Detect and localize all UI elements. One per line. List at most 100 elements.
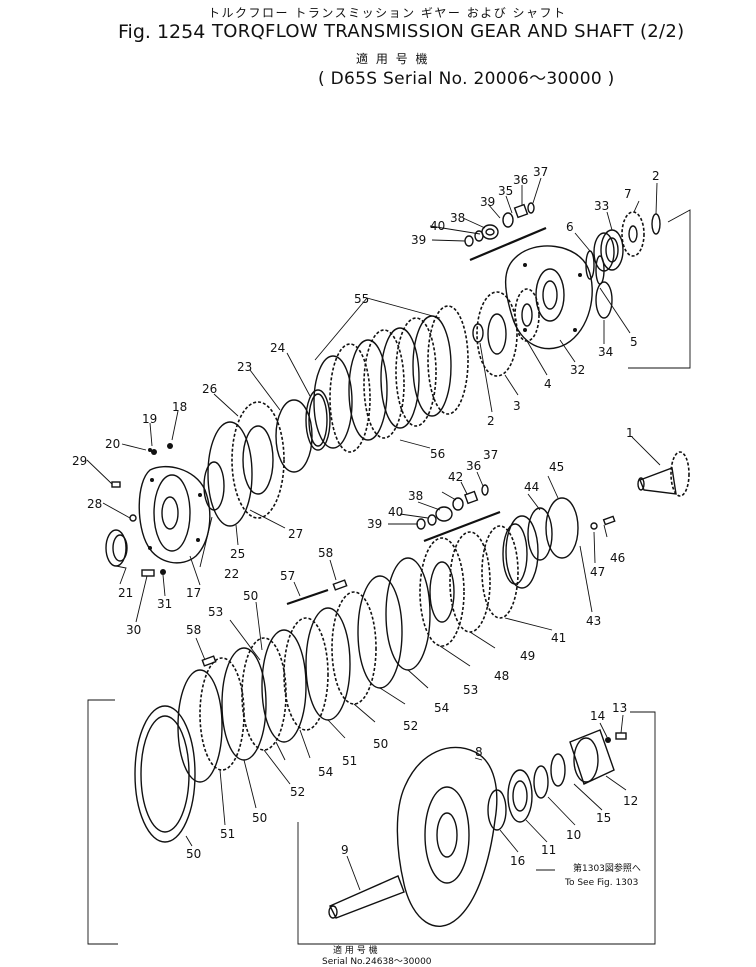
callout-38-mid: 38 — [408, 489, 423, 503]
callout-16: 16 — [510, 854, 525, 868]
callout-33: 33 — [594, 199, 609, 213]
callout-23: 23 — [237, 360, 252, 374]
part-34 — [595, 281, 613, 319]
ring-part-2-mid — [472, 323, 484, 343]
callout-25: 25 — [230, 547, 245, 561]
callout-2-mid: 2 — [487, 414, 495, 428]
bolt-part-13 — [615, 732, 627, 740]
callout-35: 35 — [498, 184, 513, 198]
callout-12: 12 — [623, 794, 638, 808]
plate-part-53 — [385, 557, 431, 671]
callout-47: 47 — [590, 565, 605, 579]
japanese-title: トルクフロー トランスミッション ギヤー および シャフト — [208, 6, 567, 20]
callout-17: 17 — [186, 586, 201, 600]
callout-42: 42 — [448, 470, 463, 484]
callout-24: 24 — [270, 341, 285, 355]
callout-50-top: 50 — [243, 589, 258, 603]
bolt-part-46 — [602, 515, 616, 526]
callout-54-low: 54 — [318, 765, 333, 779]
pin-part-57 — [286, 588, 329, 606]
callout-8: 8 — [475, 745, 483, 759]
pin-bearing-group-upper — [464, 202, 547, 262]
callout-36-top: 36 — [513, 173, 528, 187]
callout-37-top: 37 — [533, 165, 548, 179]
output-shaft-part-9 — [328, 875, 405, 919]
cover-part-12 — [569, 729, 615, 785]
snap-ring-part-16 — [487, 789, 507, 831]
callout-27: 27 — [288, 527, 303, 541]
bearing-part-33 — [593, 229, 624, 272]
callout-29: 29 — [72, 454, 87, 468]
ring-part-50-large — [134, 705, 196, 843]
callout-55: 55 — [354, 292, 369, 306]
callout-10: 10 — [566, 828, 581, 842]
serial-range: ( D65S Serial No. 20006～30000 ) — [318, 69, 615, 89]
gear-part-26 — [231, 401, 285, 519]
ring-part-27 — [207, 421, 253, 527]
callout-41: 41 — [551, 631, 566, 645]
callout-18: 18 — [172, 400, 187, 414]
gear-part-7 — [621, 211, 645, 257]
ring-part-44 — [527, 507, 553, 561]
gear-part-49 — [449, 531, 491, 633]
callout-39-low: 39 — [367, 517, 382, 531]
callout-14: 14 — [590, 709, 605, 723]
seal-part-15 — [550, 753, 566, 787]
hub-part-43 — [505, 515, 539, 589]
callout-9: 9 — [341, 843, 349, 857]
washer-part-31 — [160, 569, 166, 575]
gear-part-41 — [481, 525, 519, 619]
disc-part-54 — [357, 575, 403, 689]
callout-32: 32 — [570, 363, 585, 377]
callout-43: 43 — [586, 614, 601, 628]
output-housing-assembly — [328, 729, 627, 927]
plate-part-45 — [545, 497, 579, 559]
callout-45: 45 — [549, 460, 564, 474]
see-fig-jp-note: 第1303図参照へ — [573, 862, 641, 874]
pinion-shaft-part-1 — [637, 451, 690, 497]
callout-58-low: 58 — [186, 623, 201, 637]
callout-51-low: 51 — [220, 827, 235, 841]
callout-15: 15 — [596, 811, 611, 825]
upper-clutch-assembly — [105, 202, 690, 577]
callout-19: 19 — [142, 412, 157, 426]
housing-part-17 — [138, 466, 211, 564]
callout-6: 6 — [566, 220, 574, 234]
callout-39-top: 39 — [480, 195, 495, 209]
callout-22: 22 — [224, 567, 239, 581]
spring-part-58-upper — [332, 579, 348, 591]
callout-58-top: 58 — [318, 546, 333, 560]
callout-26: 26 — [202, 382, 217, 396]
clutch-disc-pack-part-55-56 — [313, 305, 469, 453]
callout-1: 1 — [626, 426, 634, 440]
footer-jp-note: 適 用 号 機 — [333, 944, 378, 956]
callout-5: 5 — [630, 335, 638, 349]
footer-serial-note: Serial No.24638～30000 — [322, 957, 432, 967]
callout-39-mid: 39 — [411, 233, 426, 247]
callout-11: 11 — [541, 843, 556, 857]
callout-44: 44 — [524, 480, 539, 494]
callout-30: 30 — [126, 623, 141, 637]
callout-51-mid: 51 — [342, 754, 357, 768]
callout-37-mid: 37 — [483, 448, 498, 462]
bearing-part-11 — [507, 769, 533, 823]
washer-part-47 — [590, 522, 598, 530]
reference-notes: 第1303図参照へ To See Fig. 1303 適 用 号 機 Seria… — [322, 862, 641, 967]
housing-part-8 — [396, 746, 498, 927]
snap-ring-part-2 — [651, 213, 661, 235]
snap-ring-part-24 — [305, 389, 331, 451]
callout-7: 7 — [624, 187, 632, 201]
callout-38-top: 38 — [450, 211, 465, 225]
callout-50-mid: 50 — [373, 737, 388, 751]
section-boundaries — [87, 209, 691, 945]
callout-4: 4 — [544, 377, 552, 391]
callout-53-top: 53 — [208, 605, 223, 619]
seal-part-25 — [203, 461, 225, 511]
gear-part-48 — [419, 537, 465, 647]
plate-part-23 — [275, 399, 313, 473]
callout-2-top: 2 — [652, 169, 660, 183]
callout-53-mid: 53 — [463, 683, 478, 697]
pin-bearing-group-lower — [416, 484, 501, 543]
disc-part-52 — [331, 591, 377, 705]
